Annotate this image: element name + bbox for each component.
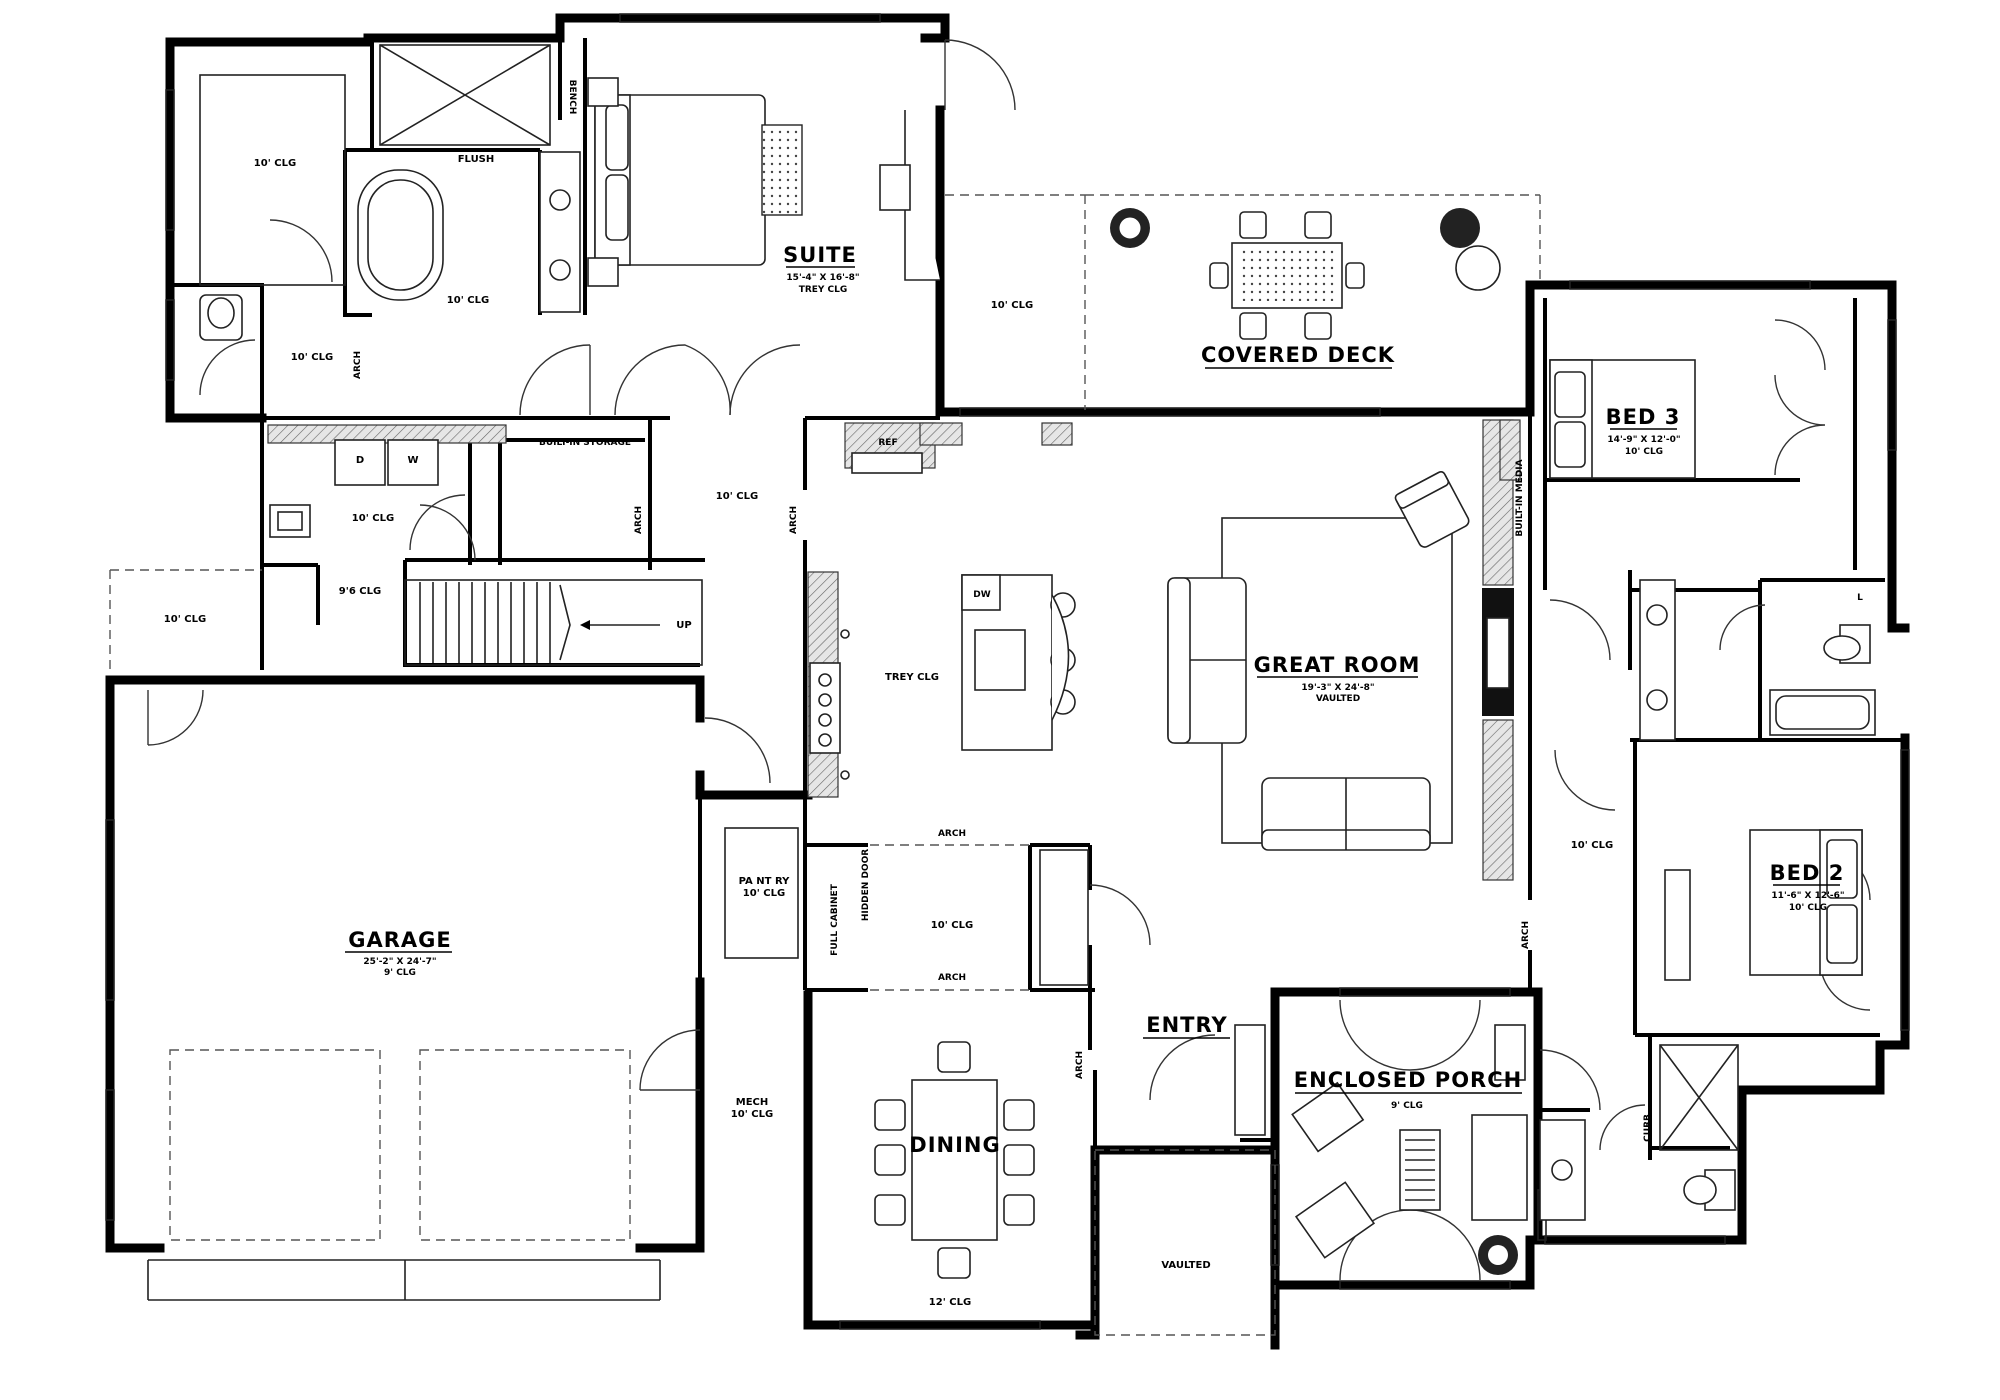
bed3-ceiling: 10' CLG <box>1625 447 1663 457</box>
garage-ceiling: 9' CLG <box>384 968 416 978</box>
suite-ceiling: TREY CLG <box>799 285 848 295</box>
dining-name: DINING <box>909 1133 1000 1157</box>
kitchen-ceiling: TREY CLG <box>885 672 939 683</box>
flush-label: FLUSH <box>458 154 495 165</box>
washer-label: W <box>407 455 418 466</box>
suite-furniture <box>539 77 940 313</box>
stair-up-label: UP <box>676 620 691 631</box>
mech-label: MECH <box>736 1097 769 1108</box>
closet-ceiling: 10' CLG <box>254 158 296 169</box>
covered-deck-name: COVERED DECK <box>1201 343 1395 367</box>
arch-label-butler-bottom: ARCH <box>938 973 966 983</box>
entry-name: ENTRY <box>1146 1013 1227 1037</box>
butler-ceiling: 10' CLG <box>931 920 973 931</box>
dryer-label: D <box>356 455 364 466</box>
kitchen <box>809 452 1076 780</box>
mudroom-ceiling: 10' CLG <box>164 614 206 625</box>
pantry-ceiling: 10' CLG <box>743 888 785 899</box>
bench-label: BENCH <box>567 80 577 115</box>
bed3-dims: 14'-9" X 12'-0" <box>1607 435 1680 445</box>
dining-furniture <box>874 1041 1035 1279</box>
linen-label: L <box>1857 593 1863 603</box>
dining-ceiling: 12' CLG <box>929 1297 971 1308</box>
garage-dims: 25'-2" X 24'-7" <box>363 957 436 967</box>
nine-six-ceiling: 9'6 CLG <box>339 586 381 597</box>
windows <box>105 13 1910 1330</box>
stairs <box>404 579 703 666</box>
deck-ceiling: 10' CLG <box>991 300 1033 311</box>
laundry-fixtures <box>269 439 439 538</box>
arch-label-laundry: ARCH <box>634 506 644 534</box>
deck-furniture <box>1110 208 1501 340</box>
great-room-name: GREAT ROOM <box>1254 653 1421 677</box>
labels: SUITE 15'-4" X 16'-8" TREY CLG 10' CLG F… <box>164 80 1863 1308</box>
porch-ceiling: 9' CLG <box>1391 1101 1423 1111</box>
wc-ceiling: 10' CLG <box>291 352 333 363</box>
bed3-name: BED 3 <box>1606 405 1681 429</box>
enclosed-porch-name: ENCLOSED PORCH <box>1294 1068 1522 1092</box>
pantry-label: PA NT RY <box>739 876 790 887</box>
porch-furniture <box>1291 1024 1528 1275</box>
hall-ceiling: 10' CLG <box>716 491 758 502</box>
great-room-ceiling: VAULTED <box>1316 694 1360 704</box>
great-room-furniture <box>1167 470 1470 851</box>
suite-name: SUITE <box>783 243 857 267</box>
bed2-name: BED 2 <box>1770 861 1845 885</box>
mech-ceiling: 10' CLG <box>731 1109 773 1120</box>
ref-label: REF <box>878 438 897 448</box>
bed-hall-ceiling: 10' CLG <box>1571 840 1613 851</box>
vaulted-label: VAULTED <box>1161 1260 1210 1271</box>
arch-label-bed-hall: ARCH <box>1521 921 1531 949</box>
garage-name: GARAGE <box>348 928 452 952</box>
dashed-lines <box>109 194 1541 1336</box>
arch-label-butler-top: ARCH <box>938 829 966 839</box>
bedroom-wing-fixtures <box>1539 359 1876 1221</box>
great-room-dims: 19'-3" X 24'-8" <box>1301 683 1374 693</box>
curb-label: CURB <box>1643 1114 1653 1142</box>
full-cabinet-label: FULL CABINET <box>830 883 840 956</box>
laundry-ceiling: 10' CLG <box>352 513 394 524</box>
garage-apron <box>147 1259 661 1301</box>
pantry-and-entry-fixtures <box>724 827 1266 1136</box>
doors <box>147 39 1871 1281</box>
arch-label-hall: ARCH <box>789 506 799 534</box>
bed2-ceiling: 10' CLG <box>1789 903 1827 913</box>
dishwasher-label: DW <box>973 590 990 600</box>
suite-dims: 15'-4" X 16'-8" <box>786 273 859 283</box>
built-in-media-label: BUILT-IN MEDIA <box>1515 459 1525 536</box>
built-in-storage-label: BUILT-IN STORAGE <box>539 438 631 448</box>
arch-label-dining: ARCH <box>1075 1051 1085 1079</box>
arch-label-suite-bath: ARCH <box>353 351 363 379</box>
bed2-dims: 11'-6" X 12'-6" <box>1771 891 1844 901</box>
bath-ceiling: 10' CLG <box>447 295 489 306</box>
hidden-door-label: HIDDEN DOOR <box>861 849 871 921</box>
suite-bath <box>199 44 551 341</box>
